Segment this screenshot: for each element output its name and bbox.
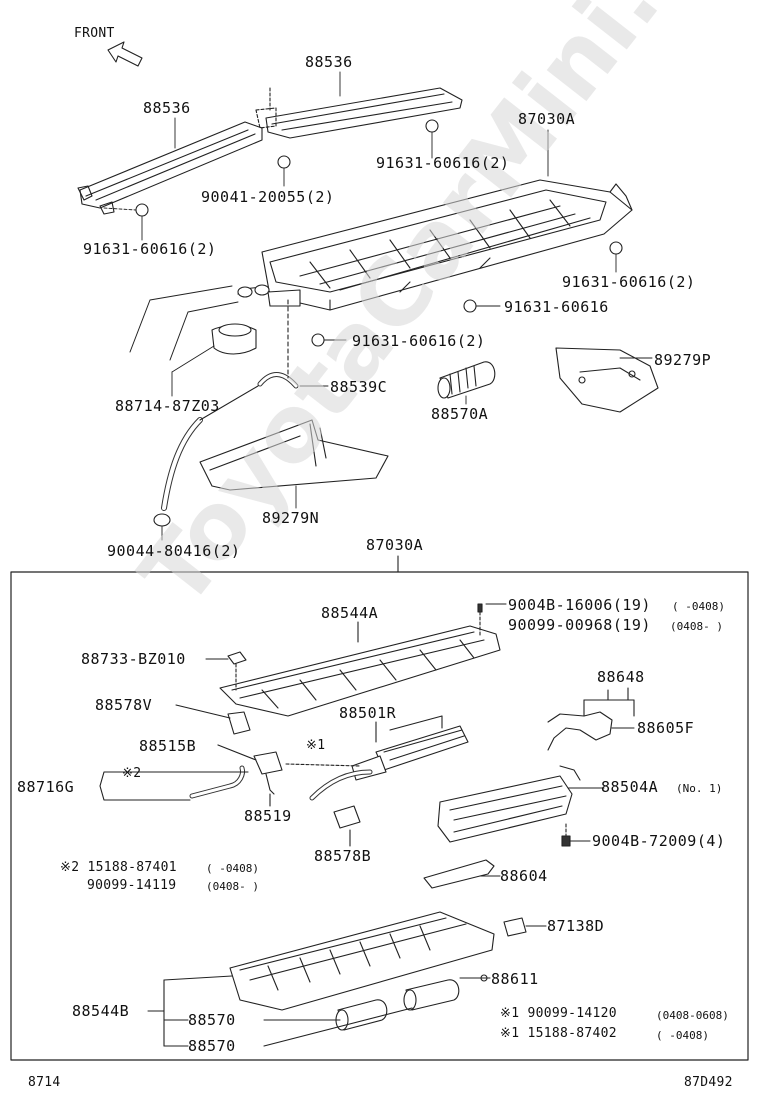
- part-88544b-panel: [229, 911, 495, 1011]
- part-88604-bracket: [423, 859, 495, 889]
- label-88716g[interactable]: 88716G: [17, 778, 75, 796]
- part-88539c-hose: [153, 299, 299, 527]
- part-87030a-assembly: [261, 179, 633, 311]
- label-87030a-top[interactable]: 87030A: [518, 110, 576, 128]
- part-88578b-pad: [333, 805, 361, 829]
- label-89279p[interactable]: 89279P: [654, 351, 712, 369]
- footer-right: 87D492: [684, 1075, 733, 1090]
- note2-mark: ※2: [122, 766, 142, 781]
- front-arrow-icon: [107, 41, 143, 67]
- label-88501r[interactable]: 88501R: [339, 704, 397, 722]
- label-15188-87402[interactable]: ※1 15188-87402: [500, 1026, 617, 1041]
- label-88515b[interactable]: 88515B: [139, 737, 197, 755]
- label-88504a[interactable]: 88504A: [601, 778, 659, 796]
- part-88570a-filter: [437, 361, 496, 399]
- label-90099-14120[interactable]: ※1 90099-14120: [500, 1006, 617, 1021]
- leader-88544b: [147, 975, 233, 1047]
- label-91631-e[interactable]: 91631-60616(2): [352, 332, 486, 350]
- part-hose-left: [129, 284, 301, 361]
- part-88515b-valve: [217, 744, 361, 807]
- label-88648[interactable]: 88648: [597, 668, 645, 686]
- note1-mark: ※1: [306, 738, 326, 753]
- label-88570-2[interactable]: 88570: [188, 1037, 236, 1055]
- note-15188-87402: ( -0408): [656, 1029, 709, 1042]
- part-88648-harness: [547, 689, 635, 751]
- label-15188-87401[interactable]: ※2 15188-87401: [60, 860, 177, 875]
- part-88544a-panel: [219, 603, 501, 717]
- label-88605f[interactable]: 88605F: [637, 719, 695, 737]
- label-90041[interactable]: 90041-20055(2): [201, 188, 335, 206]
- label-88544b[interactable]: 88544B: [72, 1002, 130, 1020]
- part-88716g-pipe: [99, 765, 249, 801]
- label-87030a-box[interactable]: 87030A: [366, 536, 424, 554]
- part-89279p-cover: [555, 347, 659, 413]
- note-9004b-16006: ( -0408): [672, 600, 725, 613]
- note-90099-14120: (0408-0608): [656, 1009, 729, 1022]
- note-88504a: (No. 1): [676, 782, 723, 795]
- label-90099-00968[interactable]: 90099-00968(19): [508, 616, 651, 634]
- footer-left: 8714: [28, 1075, 61, 1090]
- label-89279n[interactable]: 89279N: [262, 509, 320, 527]
- part-88504a-case: [437, 765, 605, 847]
- label-9004b-72009[interactable]: 9004B-72009(4): [592, 832, 726, 850]
- label-90099-14119[interactable]: 90099-14119: [87, 878, 177, 893]
- part-89279n-cover: [199, 419, 389, 491]
- part-88501r-evaporator: [309, 715, 469, 801]
- label-88578b[interactable]: 88578B: [314, 847, 372, 865]
- note-90099-14119: (0408- ): [206, 880, 259, 893]
- label-88539c[interactable]: 88539C: [330, 378, 388, 396]
- label-88536-left[interactable]: 88536: [143, 99, 191, 117]
- label-88570-1[interactable]: 88570: [188, 1011, 236, 1029]
- label-90044[interactable]: 90044-80416(2): [107, 542, 241, 560]
- part-87138d-connector: [503, 917, 527, 937]
- part-88733-sticker: [227, 651, 247, 665]
- label-88604[interactable]: 88604: [500, 867, 548, 885]
- part-88536-left: [77, 121, 263, 215]
- label-91631-b[interactable]: 91631-60616(2): [83, 240, 217, 258]
- front-label: FRONT: [74, 26, 115, 41]
- leader-88578v: [175, 704, 231, 719]
- part-88536-right: [255, 87, 463, 139]
- label-88519[interactable]: 88519: [244, 807, 292, 825]
- label-91631-c[interactable]: 91631-60616(2): [562, 273, 696, 291]
- label-87138d[interactable]: 87138D: [547, 917, 605, 935]
- label-88570a[interactable]: 88570A: [431, 405, 489, 423]
- label-88544a[interactable]: 88544A: [321, 604, 379, 622]
- detail-box: [10, 571, 749, 1061]
- label-9004b-16006[interactable]: 9004B-16006(19): [508, 596, 651, 614]
- part-88578v-bracket: [227, 711, 251, 735]
- label-91631-a[interactable]: 91631-60616(2): [376, 154, 510, 172]
- label-88536-top[interactable]: 88536: [305, 53, 353, 71]
- part-88570-filters: [263, 979, 460, 1047]
- label-91631-d[interactable]: 91631-60616: [504, 298, 609, 316]
- note-90099-00968: (0408- ): [670, 620, 723, 633]
- label-88578v[interactable]: 88578V: [95, 696, 153, 714]
- note-15188-87401: ( -0408): [206, 862, 259, 875]
- label-88733[interactable]: 88733-BZ010: [81, 650, 186, 668]
- label-88611[interactable]: 88611: [491, 970, 539, 988]
- top-leader-lines: [103, 71, 653, 541]
- label-88714[interactable]: 88714-87Z03: [115, 397, 220, 415]
